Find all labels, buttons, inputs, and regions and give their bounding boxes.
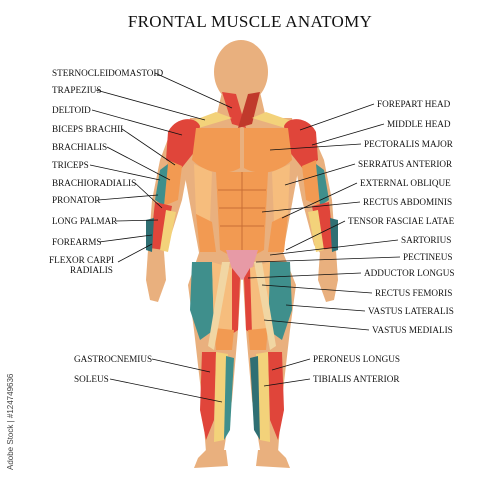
label-sternocleidomastoid: STERNOCLEIDOMASTOID (52, 68, 163, 78)
label-forepart-head: FOREPART HEAD (377, 99, 451, 109)
label-forearms: FOREARMS (52, 237, 102, 247)
forearm-extensors-right (330, 218, 338, 252)
serratus-right (272, 164, 290, 222)
page-title: FRONTAL MUSCLE ANATOMY (128, 12, 372, 31)
label-vastus-lateralis: VASTUS LATERALIS (368, 306, 454, 316)
right-leader-lines (247, 103, 401, 387)
gastrocnemius-left (200, 352, 216, 440)
vastus-lateralis-right (268, 262, 292, 340)
deltoid-muscle-left (166, 119, 200, 170)
label-serratus-anterior: SERRATUS ANTERIOR (358, 159, 453, 169)
label-pectoralis-major: PECTORALIS MAJOR (364, 139, 454, 149)
pectoralis-major-right (244, 128, 292, 173)
left-foot (194, 450, 228, 468)
label-brachialis: BRACHIALIS (52, 142, 107, 152)
right-hand (318, 250, 338, 302)
external-oblique-left (196, 214, 216, 252)
forearm-flexors-left (160, 210, 176, 252)
deltoid-muscle-right (284, 119, 318, 170)
label-pectineus: PECTINEUS (403, 252, 453, 262)
label-external-oblique: EXTERNAL OBLIQUE (360, 178, 451, 188)
left-leader-lines (89, 72, 233, 403)
label-adductor-longus: ADDUCTOR LONGUS (364, 268, 454, 278)
left-hand (146, 250, 166, 302)
sternocleidomastoid-muscle-right (238, 92, 260, 128)
vastus-medialis-left (214, 328, 234, 350)
stock-watermark: Adobe Stock | #124749636 (6, 373, 15, 470)
label-sartorius: SARTORIUS (401, 235, 451, 245)
gastrocnemius-right (268, 352, 284, 440)
label-deltoid: DELTOID (52, 105, 91, 115)
head (214, 40, 268, 104)
label-flexor-carpi: FLEXOR CARPI (49, 255, 114, 265)
label-trapezius: TRAPEZIUS (52, 85, 102, 95)
sartorius-right (254, 262, 276, 350)
pectoralis-major-left (192, 128, 240, 173)
label-rectus-abdominis: RECTUS ABDOMINIS (363, 197, 452, 207)
left-labels: STERNOCLEIDOMASTOID TRAPEZIUS DELTOID BI… (49, 68, 163, 384)
peroneus-longus-right (250, 356, 260, 440)
triceps-left (155, 164, 168, 206)
adductor-longus-left (232, 268, 240, 334)
label-biceps-brachii: BICEPS BRACHII (52, 124, 123, 134)
label-vastus-medialis: VASTUS MEDIALIS (372, 325, 453, 335)
label-middle-head: MIDDLE HEAD (387, 119, 451, 129)
vastus-lateralis-left (190, 262, 214, 340)
label-pronator: PRONATOR (52, 195, 101, 205)
label-tibialis-anterior: TIBIALIS ANTERIOR (313, 374, 400, 384)
label-triceps: TRICEPS (52, 160, 89, 170)
biceps-brachii-right (302, 160, 320, 206)
label-radialis: RADIALIS (70, 265, 113, 275)
right-labels: FOREPART HEAD MIDDLE HEAD PECTORALIS MAJ… (313, 99, 455, 384)
external-oblique-right (268, 214, 288, 252)
sternocleidomastoid-muscle (222, 92, 246, 128)
adductor-longus-right (244, 268, 252, 334)
right-foot (256, 450, 290, 468)
label-brachioradialis: BRACHIORADIALIS (52, 178, 136, 188)
label-peroneus-longus: PERONEUS LONGUS (313, 354, 400, 364)
label-tensor-fasciae-latae: TENSOR FASCIAE LATAE (348, 216, 455, 226)
sartorius-left (208, 262, 230, 350)
label-long-palmar: LONG PALMAR (52, 216, 118, 226)
human-figure (146, 40, 338, 468)
forearm-flexors-right (308, 210, 324, 252)
soleus-left (224, 356, 234, 440)
label-rectus-femoris: RECTUS FEMORIS (375, 288, 452, 298)
vastus-medialis-right (248, 328, 268, 350)
label-gastrocnemius: GASTROCNEMIUS (74, 354, 152, 364)
serratus-left (194, 164, 212, 222)
biceps-brachii-left (164, 160, 182, 206)
label-soleus: SOLEUS (74, 374, 109, 384)
